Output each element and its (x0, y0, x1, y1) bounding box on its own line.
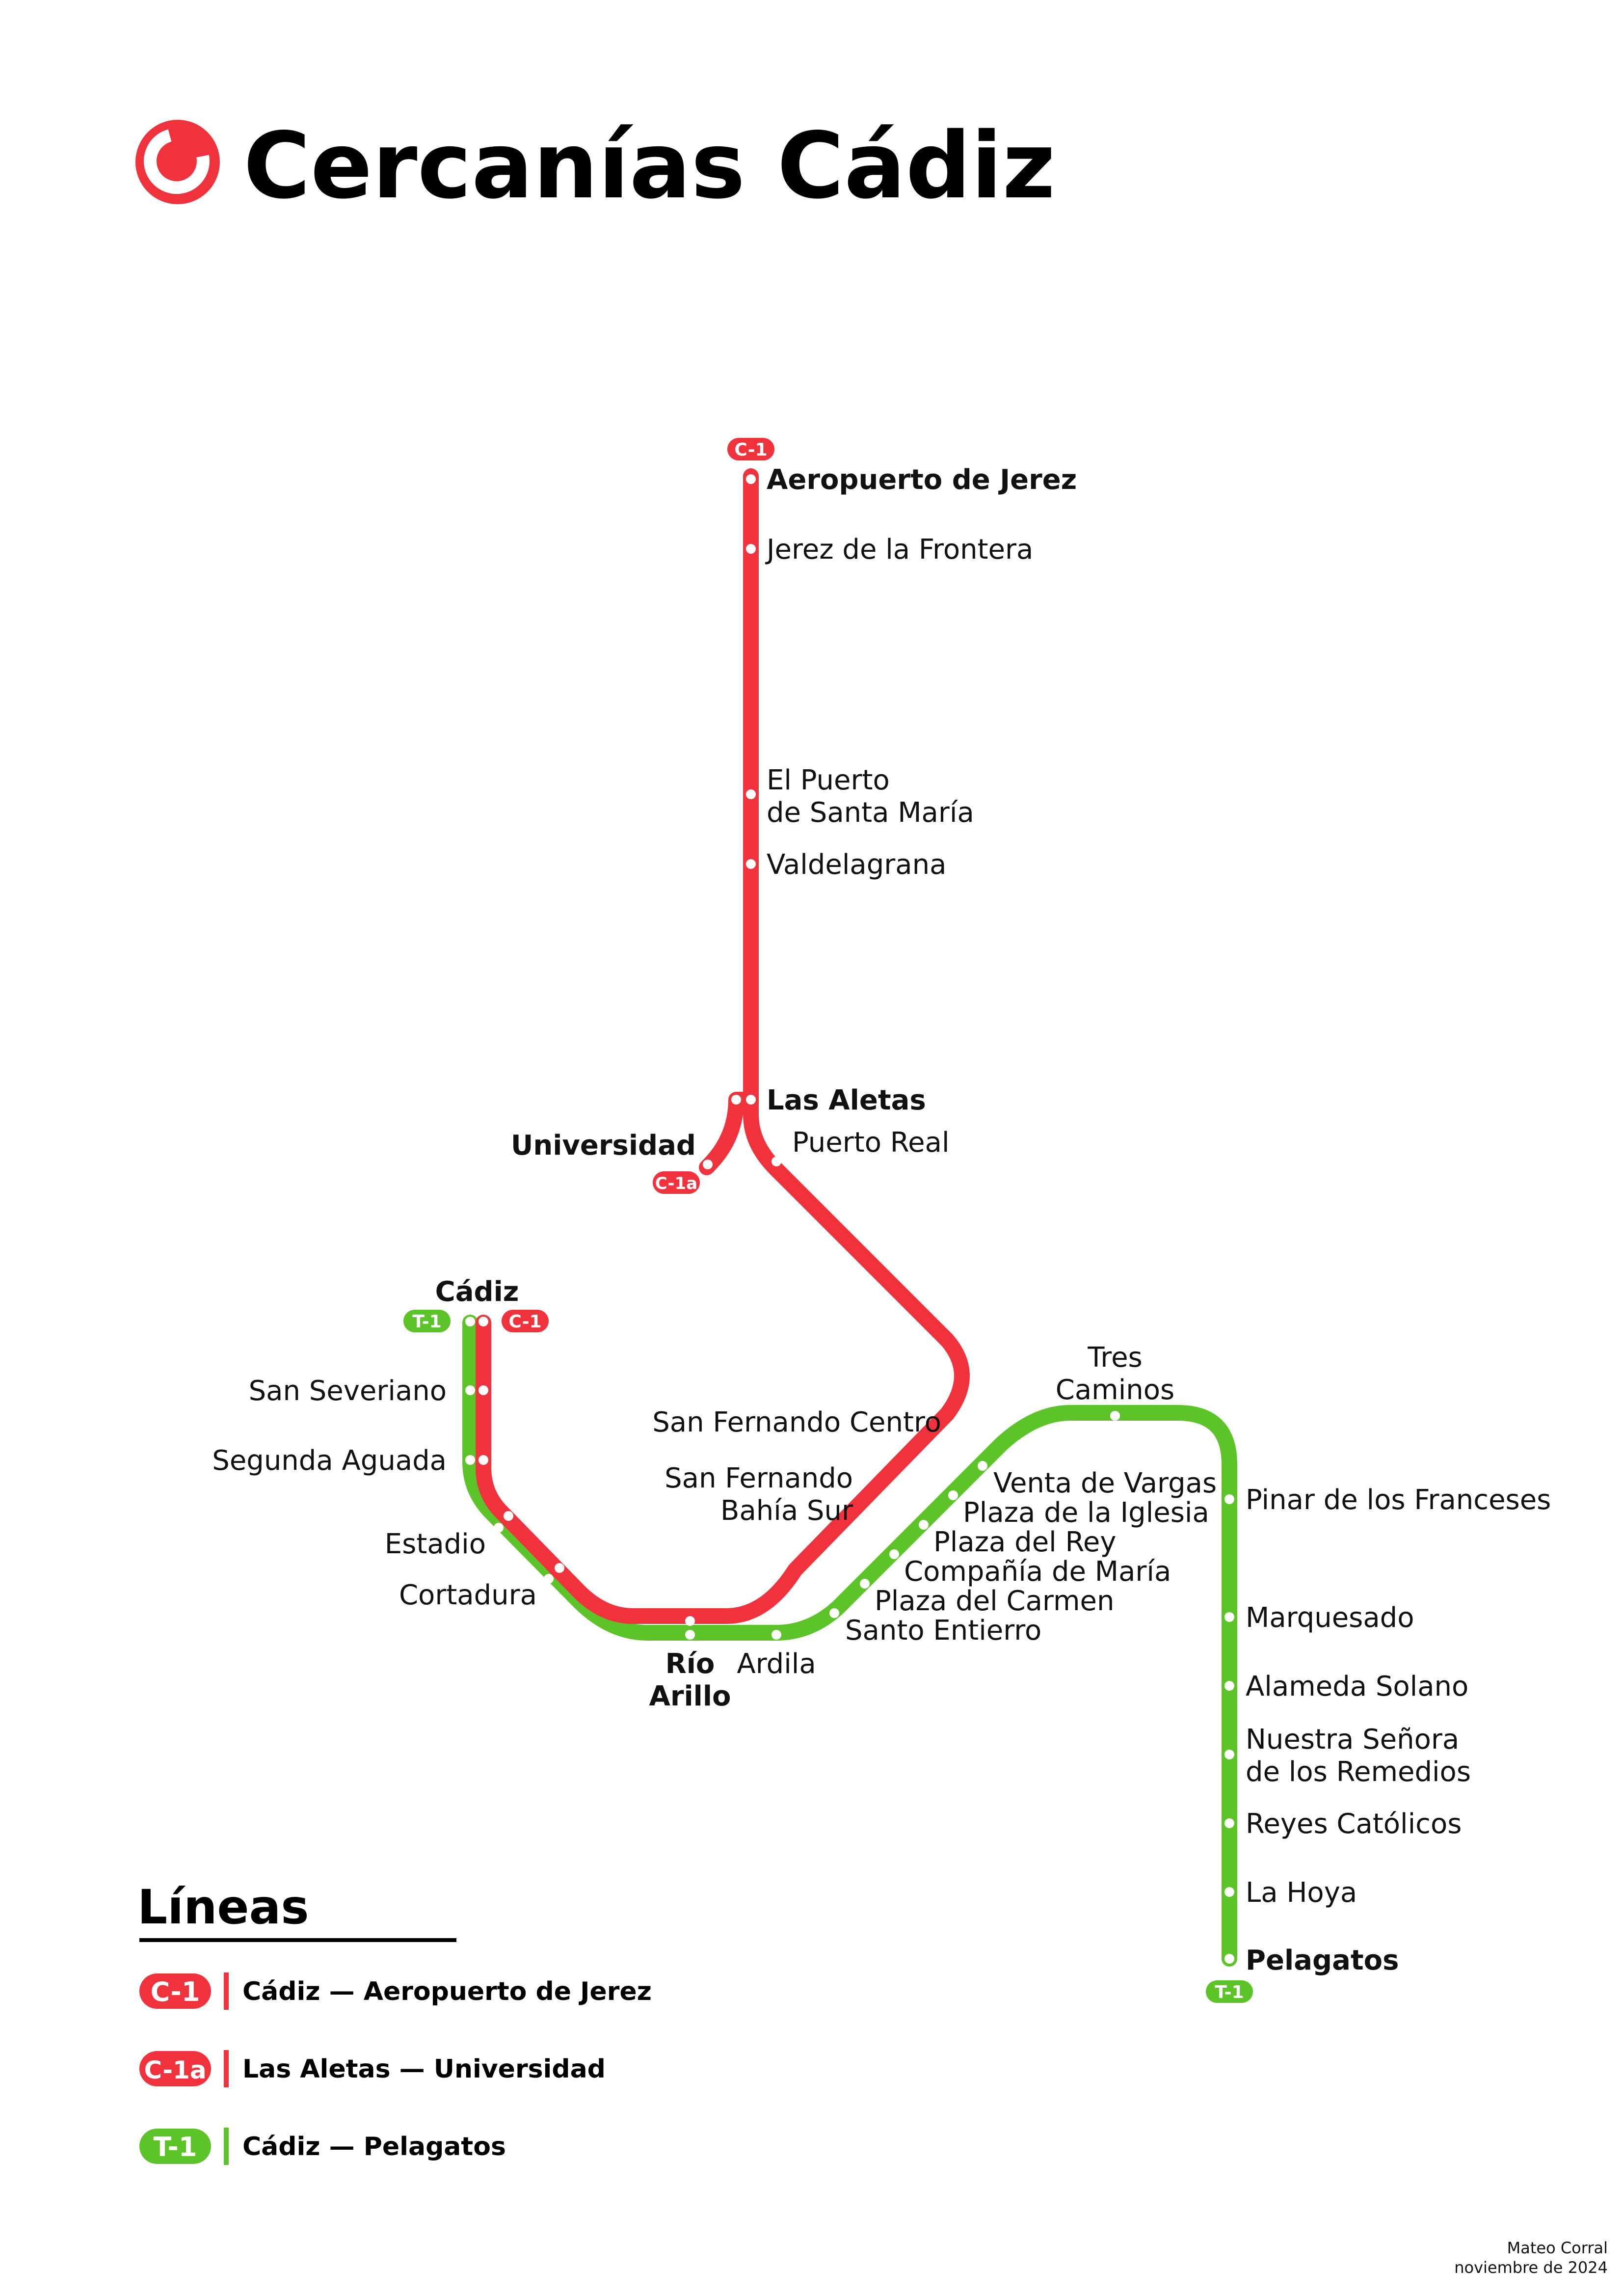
station-tres-caminos: Tres (1087, 1342, 1142, 1374)
station-estadio: Estadio (385, 1528, 486, 1560)
station-cadiz: Cádiz (435, 1276, 519, 1308)
station-aeropuerto: Aeropuerto de Jerez (767, 464, 1077, 496)
line-c1a-track (699, 1092, 744, 1175)
station-plaza-de-la-iglesia: Plaza de la Iglesia (963, 1497, 1209, 1529)
svg-text:T-1: T-1 (412, 1312, 441, 1332)
station-el-puerto: El Puerto (767, 764, 890, 796)
station-labels: Aeropuerto de Jerez Jerez de la Frontera… (212, 464, 1551, 1976)
station-la-hoya: La Hoya (1246, 1877, 1357, 1909)
station-san-severiano: San Severiano (249, 1375, 447, 1407)
station-cortadura: Cortadura (399, 1579, 537, 1611)
credit-date: noviembre de 2024 (1454, 2258, 1608, 2277)
station-jerez: Jerez de la Frontera (765, 534, 1033, 566)
station-puerto-real: Puerto Real (792, 1127, 950, 1159)
station-remedios: Nuestra Señora (1246, 1724, 1459, 1756)
station-marquesado: Marquesado (1246, 1602, 1414, 1634)
badge-t1-pelagatos: T-1 (1206, 1980, 1253, 2003)
station-rio-arillo: Río (665, 1648, 715, 1680)
station-valdelagrana: Valdelagrana (767, 849, 946, 881)
station-segunda-aguada: Segunda Aguada (212, 1445, 447, 1477)
station-rio-arillo-2: Arillo (649, 1680, 731, 1712)
badge-c1-aeropuerto: C-1 (727, 438, 774, 460)
legend-item-t1: T-1 Cádiz — Pelagatos (139, 2128, 506, 2165)
legend-title: Líneas (137, 1880, 309, 1935)
station-compania-de-maria: Compañía de María (904, 1556, 1171, 1588)
page-title: Cercanías Cádiz (243, 112, 1055, 219)
legend-route-c1a: Las Aletas — Universidad (242, 2054, 606, 2084)
legend-route-t1: Cádiz — Pelagatos (242, 2132, 506, 2161)
legend-route-c1: Cádiz — Aeropuerto de Jerez (242, 1977, 652, 2006)
station-las-aletas: Las Aletas (767, 1084, 926, 1116)
credit-author: Mateo Corral (1507, 2239, 1608, 2257)
station-plaza-del-carmen: Plaza del Carmen (875, 1585, 1114, 1617)
station-ardila: Ardila (737, 1648, 816, 1680)
station-el-puerto-2: de Santa María (767, 797, 974, 829)
svg-text:C-1a: C-1a (144, 2056, 206, 2084)
svg-text:T-1: T-1 (1215, 1982, 1244, 2002)
line-c1-track (476, 468, 970, 1624)
svg-text:C-1: C-1 (151, 1976, 200, 2007)
svg-text:T-1: T-1 (154, 2132, 197, 2162)
station-bahia-sur: San Fernando (665, 1462, 853, 1494)
station-tres-caminos-2: Caminos (1056, 1374, 1174, 1406)
badge-t1-cadiz: T-1 (403, 1310, 451, 1332)
svg-text:C-1: C-1 (508, 1312, 541, 1332)
station-pinar-de-los-franceses: Pinar de los Franceses (1246, 1484, 1551, 1516)
badge-c1a-universidad: C-1a (653, 1171, 700, 1194)
badge-c1-cadiz: C-1 (502, 1310, 549, 1332)
station-remedios-2: de los Remedios (1246, 1756, 1471, 1788)
cercanias-logo-icon (135, 120, 220, 204)
svg-text:C-1: C-1 (734, 440, 767, 460)
station-pelagatos: Pelagatos (1246, 1945, 1399, 1976)
station-alameda-solano: Alameda Solano (1246, 1671, 1468, 1702)
legend-item-c1: C-1 Cádiz — Aeropuerto de Jerez (139, 1972, 652, 2010)
legend-item-c1a: C-1a Las Aletas — Universidad (139, 2050, 606, 2087)
station-dots (465, 474, 1234, 1964)
station-bahia-sur-2: Bahía Sur (720, 1495, 853, 1527)
station-san-fernando-centro: San Fernando Centro (652, 1406, 941, 1438)
line-t1-track (462, 1315, 1237, 1967)
station-venta-de-vargas: Venta de Vargas (993, 1467, 1217, 1499)
station-reyes-catolicos: Reyes Católicos (1246, 1808, 1462, 1840)
station-plaza-del-rey: Plaza del Rey (933, 1526, 1117, 1558)
station-universidad: Universidad (511, 1130, 696, 1162)
station-santo-entierro: Santo Entierro (845, 1615, 1041, 1647)
svg-text:C-1a: C-1a (655, 1174, 697, 1193)
